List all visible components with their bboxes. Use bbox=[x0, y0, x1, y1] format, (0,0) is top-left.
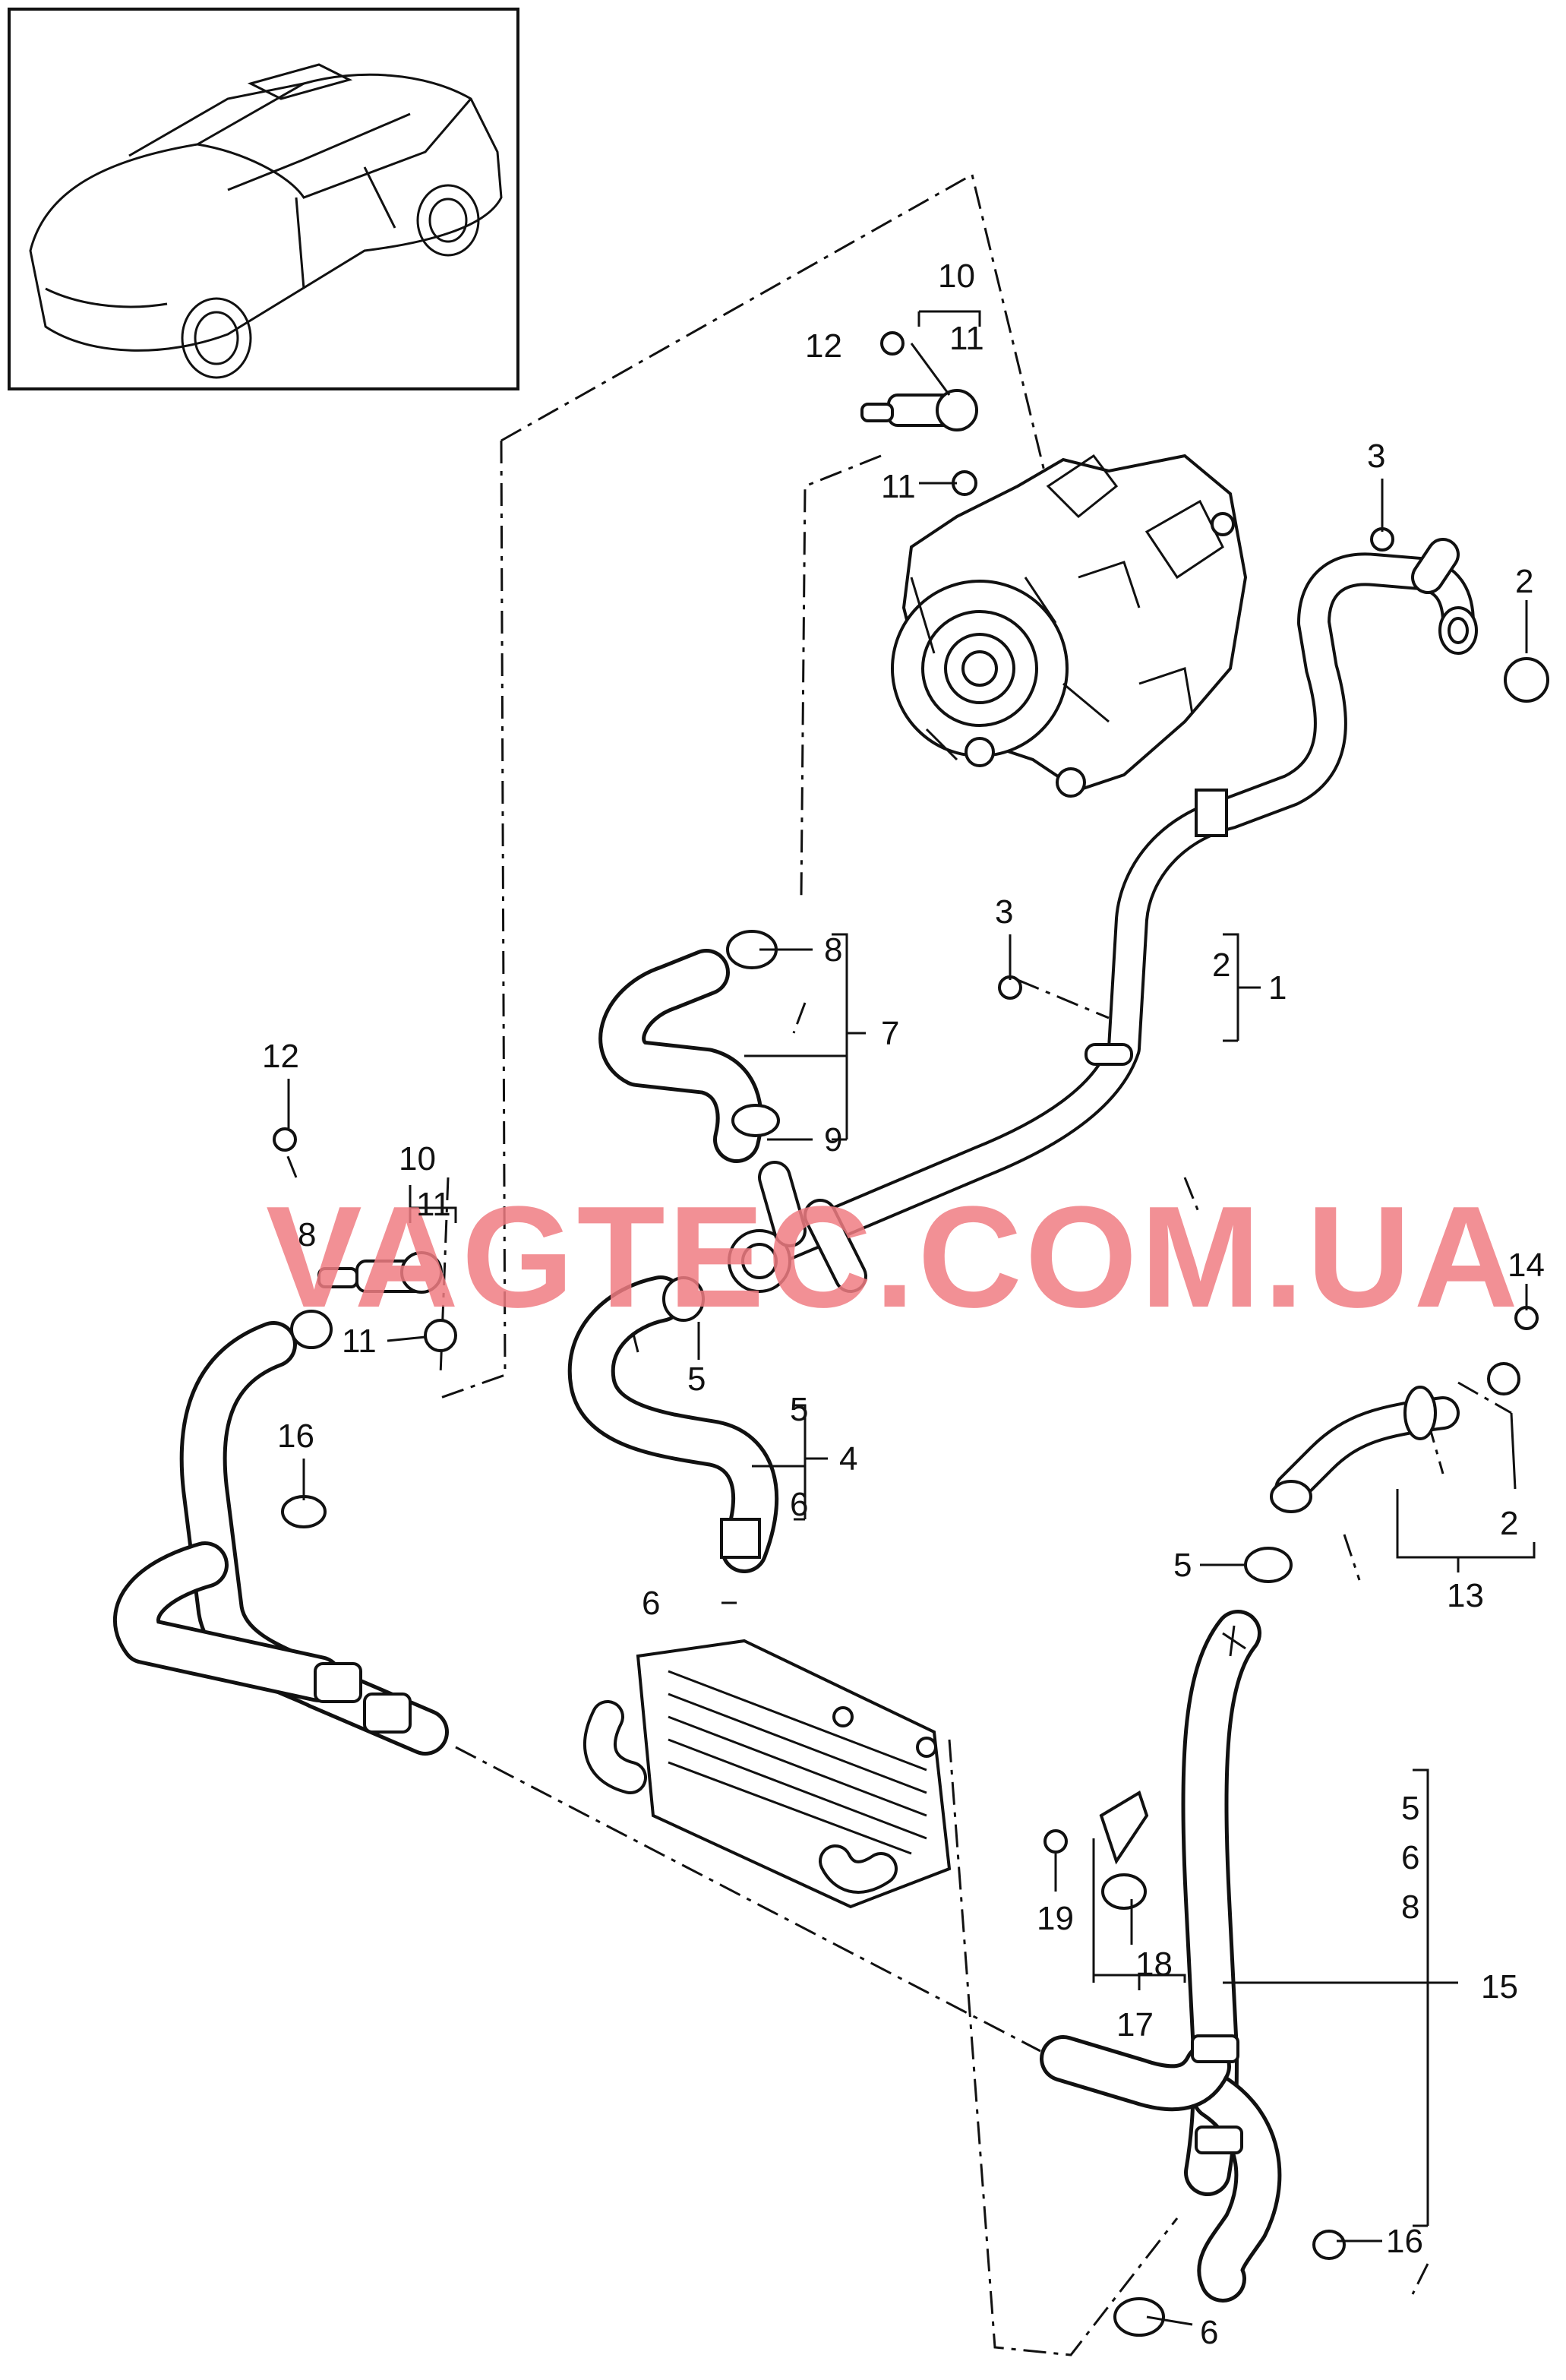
callout-15: 15 bbox=[1481, 1968, 1518, 2005]
callout-2-mid: 2 bbox=[1212, 947, 1230, 984]
coolant-pipe-1 bbox=[728, 538, 1478, 1293]
callout-8-left: 8 bbox=[298, 1216, 316, 1253]
callout-8-top: 8 bbox=[824, 931, 842, 969]
callout-17: 17 bbox=[1116, 2006, 1154, 2043]
callout-4: 4 bbox=[839, 1440, 857, 1478]
callout-12-top: 12 bbox=[805, 327, 842, 365]
callout-18: 18 bbox=[1135, 1945, 1173, 1983]
callout-10-left: 10 bbox=[399, 1140, 436, 1177]
callout-7: 7 bbox=[881, 1015, 899, 1052]
callout-16-right: 16 bbox=[1386, 2223, 1423, 2260]
callout-11-top-oring: 11 bbox=[881, 468, 916, 505]
callout-6-bottom: 6 bbox=[1200, 2314, 1218, 2351]
callout-5-mid: 5 bbox=[687, 1361, 706, 1398]
callout-13: 13 bbox=[1447, 1577, 1484, 1614]
connector-left bbox=[317, 1251, 443, 1294]
hose-7 bbox=[598, 949, 763, 1163]
hose-15-assembly bbox=[1040, 1610, 1282, 2303]
callout-6-mid: 6 bbox=[642, 1585, 660, 1622]
callout-12-left: 12 bbox=[262, 1038, 299, 1075]
vehicle-thumbnail bbox=[8, 8, 519, 390]
callout-2-right: 2 bbox=[1500, 1505, 1518, 1542]
callout-11-left-oring: 11 bbox=[342, 1323, 377, 1360]
callout-10-top: 10 bbox=[938, 258, 975, 295]
callout-8-bracket-15: 8 bbox=[1401, 1889, 1419, 1926]
callout-16-left: 16 bbox=[277, 1418, 314, 1455]
hose-4 bbox=[567, 1275, 778, 1573]
callout-14: 14 bbox=[1508, 1247, 1545, 1284]
callout-2-top: 2 bbox=[1515, 563, 1533, 600]
callout-9: 9 bbox=[824, 1121, 842, 1158]
callout-5-bracket-15: 5 bbox=[1401, 1790, 1419, 1827]
alternator bbox=[891, 454, 1248, 798]
clamps bbox=[273, 331, 1549, 2337]
callout-11-top-bracket: 11 bbox=[949, 320, 984, 357]
callout-1: 1 bbox=[1268, 969, 1287, 1007]
watermark: VAGTEC.COM.UA bbox=[266, 1177, 1521, 1338]
callout-3-top: 3 bbox=[1367, 438, 1385, 475]
callout-19: 19 bbox=[1037, 1900, 1074, 1937]
callout-labels: 10 11 12 11 3 2 8 3 2 1 7 9 12 10 11 8 1… bbox=[262, 258, 1545, 2351]
connector-top bbox=[860, 389, 978, 431]
coolant-pipe-13 bbox=[1270, 1386, 1460, 1513]
left-hose-assembly bbox=[113, 1321, 449, 1756]
callout-5-right: 5 bbox=[1173, 1547, 1192, 1584]
leader-lines bbox=[287, 310, 1536, 2326]
oil-cooler bbox=[583, 1639, 952, 1909]
callout-6-bracket-15: 6 bbox=[1401, 1839, 1419, 1876]
callout-11-left-bracket: 11 bbox=[416, 1186, 451, 1223]
callout-5-bracket-4: 5 bbox=[790, 1391, 808, 1428]
callout-6-bracket-4: 6 bbox=[790, 1486, 808, 1523]
callout-3-mid: 3 bbox=[995, 893, 1013, 931]
